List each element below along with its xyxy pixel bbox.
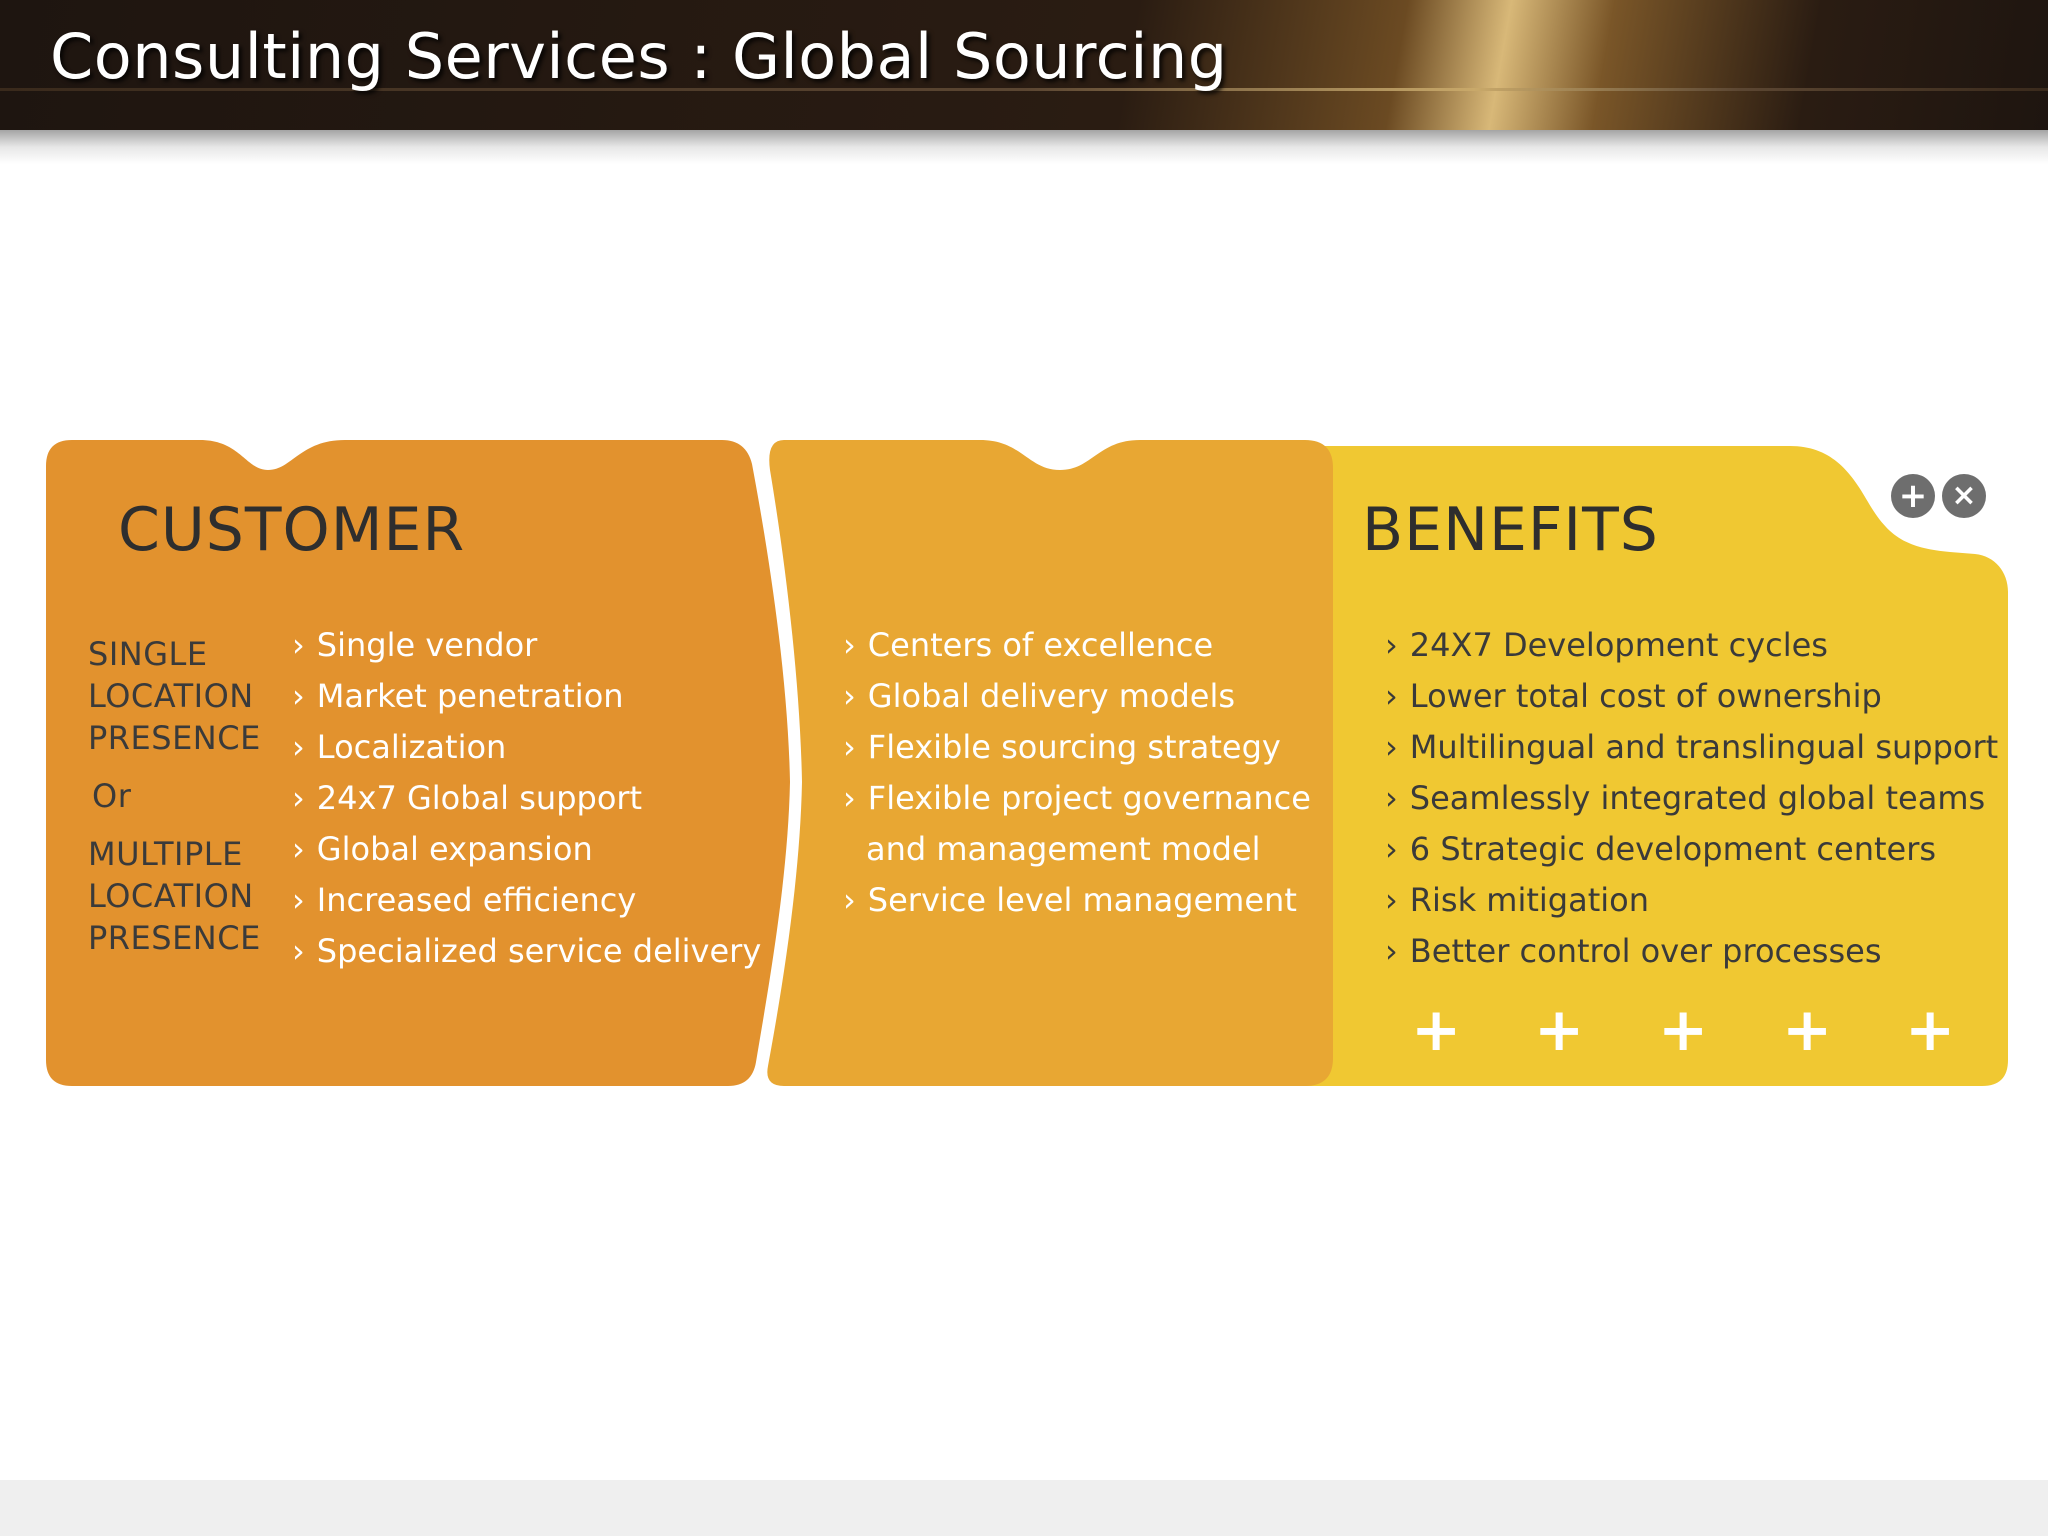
- presence-line-single: SINGLE: [88, 635, 208, 673]
- benefits-bullet: Better control over processes: [1385, 926, 1998, 977]
- header-banner: [0, 0, 2048, 130]
- add-icon[interactable]: +: [1891, 474, 1935, 518]
- presence-line-presence-1: PRESENCE: [88, 719, 261, 757]
- benefits-bullet: Seamlessly integrated global teams: [1385, 773, 1998, 824]
- benefits-bullet: 6 Strategic development centers: [1385, 824, 1998, 875]
- slide-title: Consulting Services : Global Sourcing: [50, 20, 1228, 93]
- plus-icon: +: [1658, 995, 1709, 1065]
- customer-bullet: Market penetration: [292, 671, 761, 722]
- benefits-bullet: Risk mitigation: [1385, 875, 1998, 926]
- benefits-bullet-list: 24X7 Development cycles Lower total cost…: [1385, 620, 1998, 977]
- presence-line-location-1: LOCATION: [88, 677, 254, 715]
- benefits-bullet: 24X7 Development cycles: [1385, 620, 1998, 671]
- middle-bullet: Service level management: [843, 875, 1311, 926]
- plus-icon: +: [1411, 995, 1462, 1065]
- header-divider-line: [0, 88, 2048, 91]
- presence-line-or: Or: [92, 777, 132, 815]
- customer-bullet: 24x7 Global support: [292, 773, 761, 824]
- customer-bullet: Single vendor: [292, 620, 761, 671]
- middle-bullet: Global delivery models: [843, 671, 1311, 722]
- middle-bullet: Flexible sourcing strategy: [843, 722, 1311, 773]
- presence-line-presence-2: PRESENCE: [88, 919, 261, 957]
- plus-icon: +: [1782, 995, 1833, 1065]
- close-icon[interactable]: ×: [1942, 474, 1986, 518]
- middle-bullet-list: Centers of excellence Global delivery mo…: [843, 620, 1311, 926]
- benefits-bullet: Lower total cost of ownership: [1385, 671, 1998, 722]
- customer-bullet: Increased efficiency: [292, 875, 761, 926]
- plus-icon: +: [1534, 995, 1585, 1065]
- customer-bullet: Specialized service delivery: [292, 926, 761, 977]
- customer-bullet: Localization: [292, 722, 761, 773]
- header-shadow: [0, 130, 2048, 164]
- customer-bullet-list: Single vendor Market penetration Localiz…: [292, 620, 761, 977]
- middle-bullet: Centers of excellence: [843, 620, 1311, 671]
- middle-bullet: Flexible project governance: [843, 773, 1311, 824]
- presence-label: SINGLE LOCATION PRESENCE Or MULTIPLE LOC…: [88, 633, 261, 959]
- footer-band: [0, 1480, 2048, 1536]
- plus-icon: +: [1905, 995, 1956, 1065]
- presence-line-location-2: LOCATION: [88, 877, 254, 915]
- customer-bullet: Global expansion: [292, 824, 761, 875]
- benefits-title: BENEFITS: [1362, 495, 1659, 565]
- presence-line-multiple: MULTIPLE: [88, 835, 243, 873]
- benefits-bullet: Multilingual and translingual support: [1385, 722, 1998, 773]
- customer-title: CUSTOMER: [118, 495, 466, 565]
- middle-bullet-continuation: and management model: [866, 830, 1261, 868]
